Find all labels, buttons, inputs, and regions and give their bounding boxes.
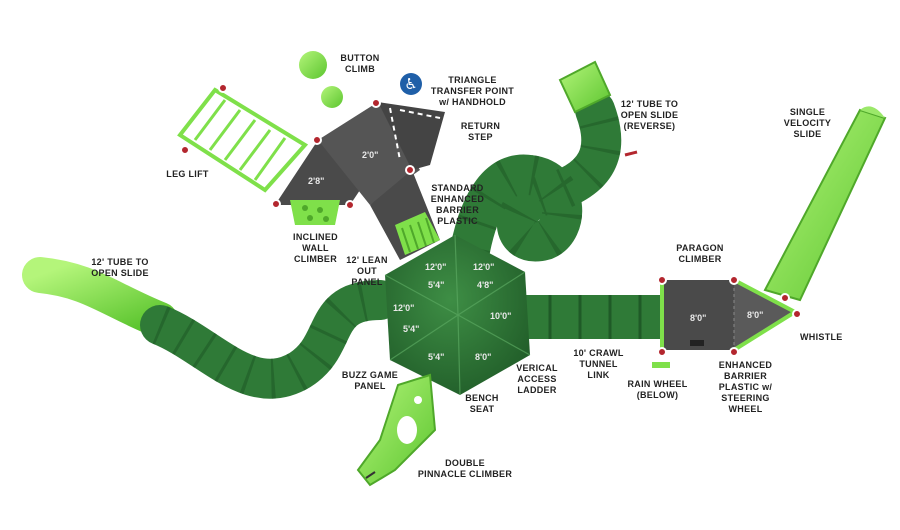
right-deck-dim-b: 8'0"	[747, 310, 764, 320]
right-deck	[652, 278, 800, 368]
label-whistle: WHISTLE	[800, 332, 843, 342]
hex-dim-l-b: 5'4"	[403, 324, 420, 334]
label-paragon: PARAGON CLIMBER	[676, 243, 724, 264]
hex-dim-bl: 5'4"	[428, 352, 445, 362]
label-single-velocity: SINGLE VELOCITY SLIDE	[783, 107, 832, 139]
hex-dim-tl-a: 12'0"	[425, 262, 447, 272]
left-tube-slide	[22, 257, 400, 399]
label-tube-reverse: 12' TUBE TO OPEN SLIDE (REVERSE)	[620, 99, 679, 131]
upper-decks	[177, 87, 445, 260]
label-double-pinnacle: DOUBLE PINNACLE CLIMBER	[417, 458, 513, 479]
hex-tower	[384, 234, 531, 396]
label-enhanced-steering: ENHANCED BARRIER PLASTIC w/ STEERING WHE…	[718, 360, 773, 414]
crawl-tunnel	[520, 295, 670, 339]
label-buzz-game: BUZZ GAME PANEL	[341, 370, 399, 391]
label-standard-barrier: STANDARD ENHANCED BARRIER PLASTIC	[430, 183, 485, 226]
right-deck-dim-a: 8'0"	[690, 313, 707, 323]
reverse-tube-slide	[450, 60, 638, 270]
label-rain-wheel: RAIN WHEEL (BELOW)	[627, 379, 688, 400]
label-return-step: RETURN STEP	[460, 121, 501, 142]
label-bench-seat: BENCH SEAT	[465, 393, 499, 414]
label-crawl-tunnel: 10' CRAWL TUNNEL LINK	[573, 348, 624, 380]
double-pinnacle	[356, 373, 437, 487]
label-triangle-transfer: TRIANGLE TRANSFER POINT w/ HANDHOLD	[430, 75, 515, 107]
posts	[180, 83, 802, 357]
deck-dim-upper: 2'0"	[362, 150, 379, 160]
hex-dim-tr-b: 4'8"	[477, 280, 494, 290]
wheelchair-accessible-icon: ♿	[400, 73, 422, 95]
hex-dim-r: 10'0"	[490, 311, 512, 321]
hex-dim-tr-a: 12'0"	[473, 262, 495, 272]
hex-dim-l-a: 12'0"	[393, 303, 415, 313]
hex-dim-tl-b: 5'4"	[428, 280, 445, 290]
hex-dim-br: 8'0"	[475, 352, 492, 362]
button-climb	[299, 51, 343, 108]
label-lean-out: 12' LEAN OUT PANEL	[346, 255, 388, 287]
deck-dim-left: 2'8"	[308, 176, 325, 186]
label-tube-open-left: 12' TUBE TO OPEN SLIDE	[91, 257, 149, 278]
label-vertical-ladder: VERICAL ACCESS LADDER	[516, 363, 558, 395]
label-leg-lift: LEG LIFT	[166, 169, 209, 179]
label-button-climb: BUTTON CLIMB	[340, 53, 380, 74]
label-inclined-wall: INCLINED WALL CLIMBER	[293, 232, 338, 264]
